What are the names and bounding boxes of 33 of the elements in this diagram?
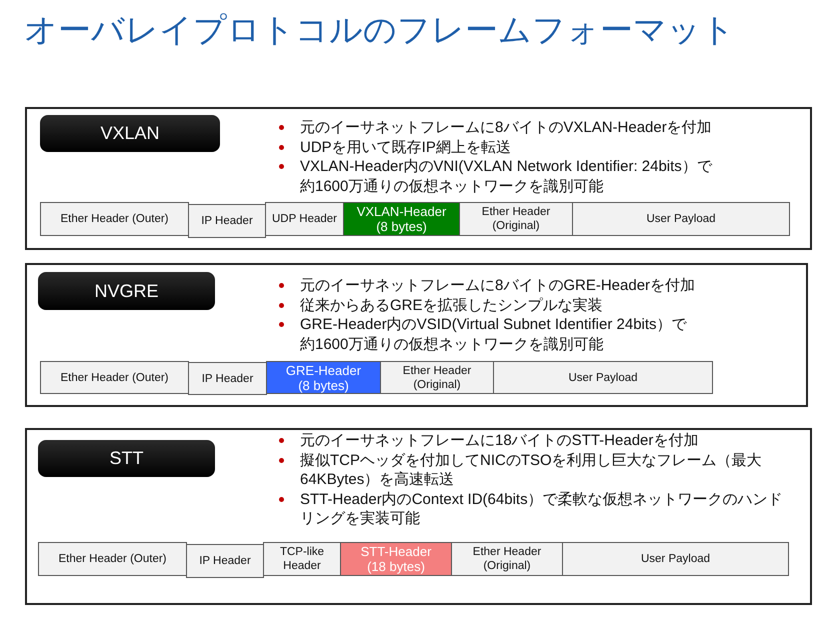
bullet-text: 従来からあるGREを拡張したシンプルな実装 [300, 296, 604, 315]
frame-field: Ether Header (Outer) [40, 361, 189, 394]
frame-field: Ether Header (Outer) [40, 202, 189, 236]
frame-field: User Payload [493, 361, 713, 394]
bullet-text: 元のイーサネットフレームに18バイトのSTT-Headerを付加 [300, 431, 700, 450]
frame-field: IP Header [186, 544, 264, 578]
frame-field: IP Header [188, 362, 267, 395]
bullet-text: 擬似TCPヘッダを付加してNICのTSOを利用し巨大なフレーム（最大64KBytes）を高速転送 [300, 450, 763, 490]
frame-field: VXLAN-Header (8 bytes) [343, 202, 460, 236]
protocol-name-label: STT [38, 440, 215, 477]
protocol-panel [25, 107, 812, 250]
frame-field: Ether Header (Original) [459, 202, 573, 236]
frame-field: STT-Header (18 bytes) [340, 542, 452, 576]
protocol-name-label: VXLAN [40, 115, 220, 152]
frame-field: User Payload [572, 202, 790, 236]
bullet-text: VXLAN-Header内のVNI(VXLAN Network Identifier: 24bits）で約1600万通りの仮想ネットワークを識別可能 [300, 157, 714, 196]
frame-field: UDP Header [265, 202, 344, 236]
bullet-text: 元のイーサネットフレームに8バイトのGRE-Headerを付加 [300, 276, 696, 296]
protocol-name-label: NVGRE [38, 272, 215, 310]
bullet-text: 元のイーサネットフレームに8バイトのVXLAN-Headerを付加 [300, 118, 713, 138]
bullet-text: STT-Header内のContext ID(64bits）で柔軟な仮想ネットワークのハンドリングを実装可能 [300, 490, 784, 528]
frame-field: GRE-Header (8 bytes) [266, 361, 381, 394]
frame-field: Ether Header (Original) [451, 542, 563, 576]
bullet-text: UDPを用いて既存IP網上を転送 [300, 138, 512, 157]
page-title: オーバレイプロトコルのフレームフォーマット [24, 10, 735, 50]
protocol-panel [25, 428, 812, 605]
frame-field: IP Header [188, 204, 266, 238]
protocol-panel [25, 263, 808, 407]
frame-field: Ether Header (Original) [380, 361, 494, 394]
frame-field: Ether Header (Outer) [38, 542, 187, 576]
frame-field: TCP-like Header [263, 542, 341, 576]
bullet-text: GRE-Header内のVSID(Virtual Subnet Identifier 24bits）で約1600万通りの仮想ネットワークを識別可能 [300, 315, 688, 354]
frame-field: User Payload [562, 542, 789, 576]
